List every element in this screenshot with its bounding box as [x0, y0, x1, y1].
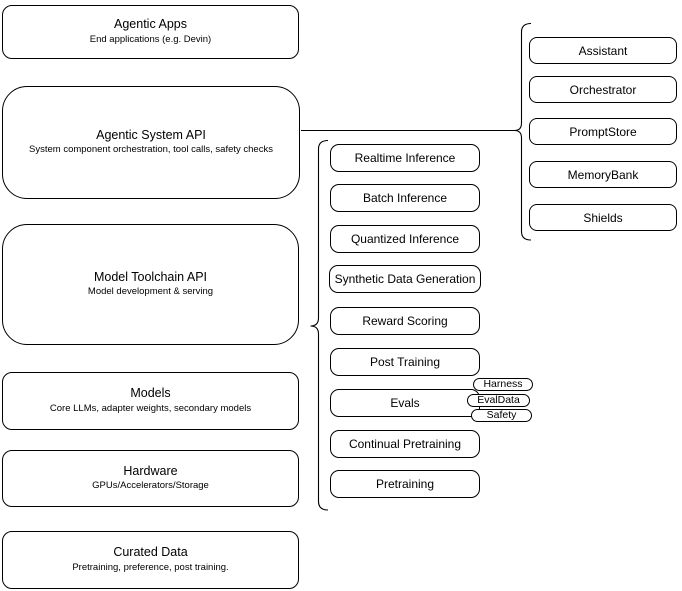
node-orchestrator: Orchestrator: [529, 76, 677, 103]
node-pretraining: Pretraining: [330, 470, 480, 498]
node-synthetic-data-generation: Synthetic Data Generation: [329, 265, 481, 293]
node-agentic-apps: Agentic Apps End applications (e.g. Devi…: [2, 5, 299, 59]
node-model-toolchain-api: Model Toolchain API Model development & …: [2, 224, 299, 345]
node-post-training: Post Training: [330, 348, 480, 376]
node-subtitle: Core LLMs, adapter weights, secondary mo…: [49, 402, 252, 414]
node-subtitle: End applications (e.g. Devin): [89, 33, 212, 45]
node-subtitle: Pretraining, preference, post training.: [72, 561, 229, 573]
middle-bracket: [310, 139, 329, 511]
node-title: Curated Data: [113, 545, 188, 560]
node-reward-scoring: Reward Scoring: [330, 307, 480, 335]
node-subtitle: GPUs/Accelerators/Storage: [92, 480, 209, 492]
node-title: Agentic Apps: [114, 17, 187, 32]
node-title: Agentic System API: [96, 127, 206, 142]
node-subtitle: System component orchestration, tool cal…: [29, 144, 273, 156]
badge-evaldata: EvalData: [467, 394, 530, 407]
badge-harness: Harness: [473, 378, 533, 391]
node-assistant: Assistant: [529, 37, 677, 64]
node-batch-inference: Batch Inference: [330, 184, 480, 212]
node-hardware: Hardware GPUs/Accelerators/Storage: [2, 450, 299, 507]
node-shields: Shields: [529, 204, 677, 231]
node-title: Model Toolchain API: [93, 269, 208, 284]
node-memorybank: MemoryBank: [529, 161, 677, 188]
node-curated-data: Curated Data Pretraining, preference, po…: [2, 531, 299, 589]
node-continual-pretraining: Continual Pretraining: [330, 430, 480, 458]
badge-safety: Safety: [471, 409, 532, 422]
node-agentic-system-api: Agentic System API System component orch…: [2, 86, 300, 199]
node-promptstore: PromptStore: [529, 118, 677, 145]
node-title: Models: [130, 386, 171, 401]
node-subtitle: Model development & serving: [87, 286, 214, 298]
node-evals: Evals: [330, 389, 480, 417]
node-models: Models Core LLMs, adapter weights, secon…: [2, 372, 299, 430]
node-quantized-inference: Quantized Inference: [330, 225, 480, 253]
node-realtime-inference: Realtime Inference: [330, 144, 480, 172]
node-title: Hardware: [123, 463, 178, 478]
